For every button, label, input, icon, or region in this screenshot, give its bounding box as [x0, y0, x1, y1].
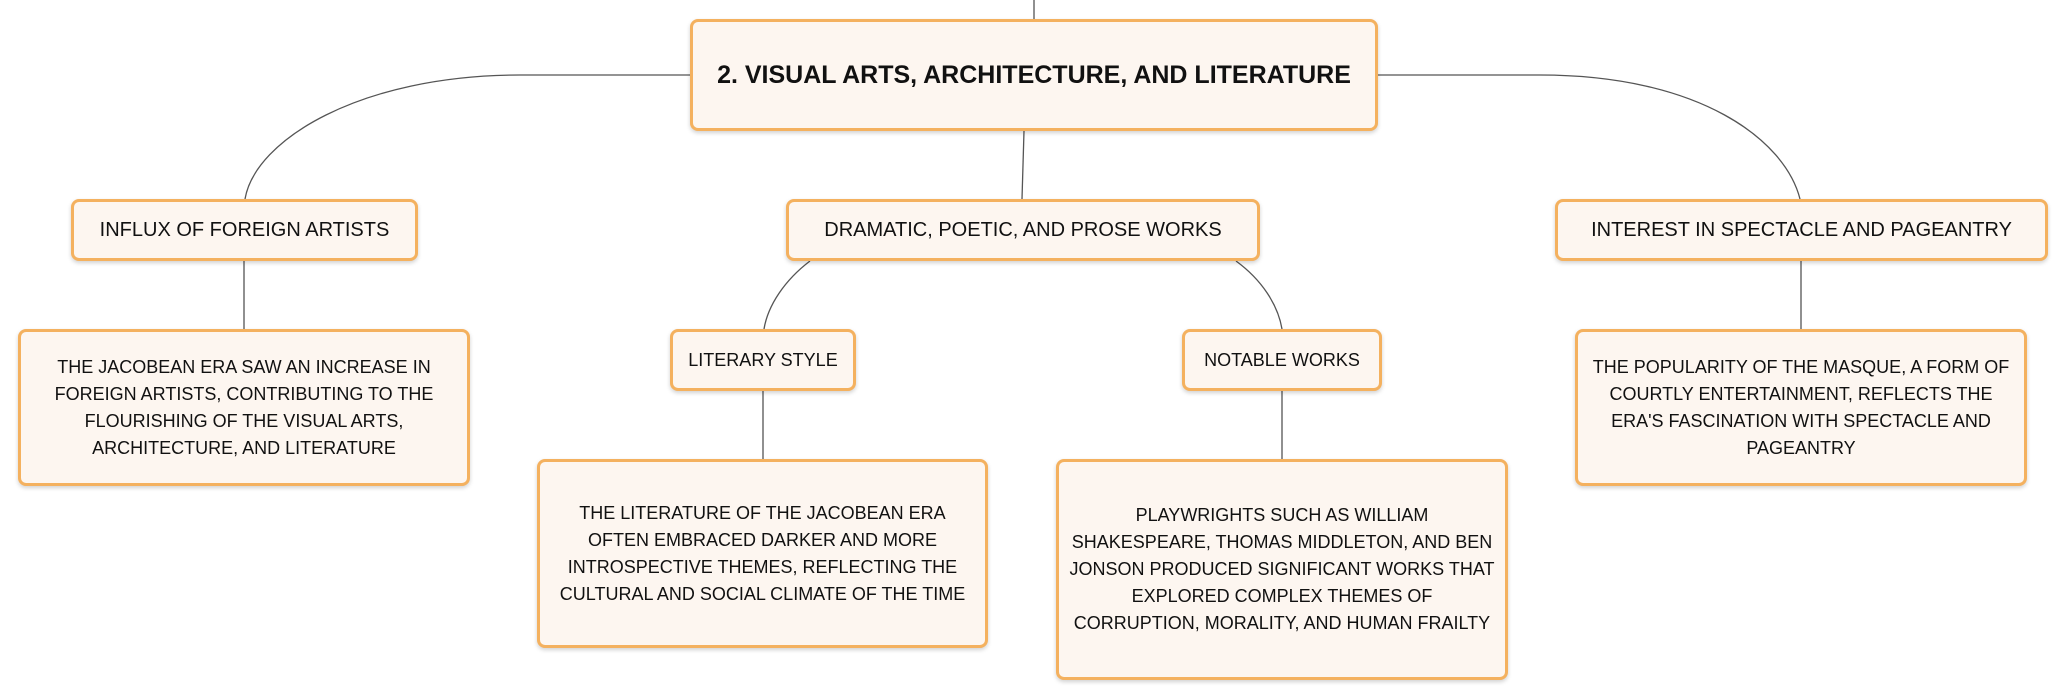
detail-node-interest[interactable]: THE POPULARITY OF THE MASQUE, A FORM OF … [1575, 329, 2027, 486]
detail-node-influx[interactable]: THE JACOBEAN ERA SAW AN INCREASE IN FORE… [18, 329, 470, 486]
subtopic-node-literary-style[interactable]: LITERARY STYLE [670, 329, 856, 391]
connector-root-to-interest [1378, 74, 1801, 200]
branch-label: DRAMATIC, POETIC, AND PROSE WORKS [824, 218, 1222, 241]
subtopic-label: NOTABLE WORKS [1204, 349, 1360, 370]
connector-dramatic-to-notable [1235, 260, 1283, 330]
connector-root-to-dramatic [1021, 130, 1025, 200]
branch-label: INTEREST IN SPECTACLE AND PAGEANTRY [1591, 218, 2012, 241]
detail-node-notable-works[interactable]: PLAYWRIGHTS SUCH AS WILLIAM SHAKESPEARE,… [1056, 459, 1508, 680]
detail-node-literary-style[interactable]: THE LITERATURE OF THE JACOBEAN ERA OFTEN… [537, 459, 988, 648]
root-topic-label: 2. VISUAL ARTS, ARCHITECTURE, AND LITERA… [717, 60, 1351, 89]
detail-text: THE LITERATURE OF THE JACOBEAN ERA OFTEN… [559, 502, 966, 604]
root-topic-node[interactable]: 2. VISUAL ARTS, ARCHITECTURE, AND LITERA… [690, 19, 1378, 131]
connector-root-to-influx [244, 74, 690, 200]
detail-text: THE POPULARITY OF THE MASQUE, A FORM OF … [1592, 356, 2010, 458]
connector-dramatic-to-literary [763, 260, 811, 330]
branch-node-influx-of-foreign-artists[interactable]: INFLUX OF FOREIGN ARTISTS [71, 199, 418, 261]
detail-text: PLAYWRIGHTS SUCH AS WILLIAM SHAKESPEARE,… [1069, 505, 1495, 633]
branch-node-dramatic-poetic-prose-works[interactable]: DRAMATIC, POETIC, AND PROSE WORKS [786, 199, 1260, 261]
detail-text: THE JACOBEAN ERA SAW AN INCREASE IN FORE… [54, 356, 434, 458]
subtopic-node-notable-works[interactable]: NOTABLE WORKS [1182, 329, 1382, 391]
branch-node-interest-in-spectacle[interactable]: INTEREST IN SPECTACLE AND PAGEANTRY [1555, 199, 2048, 261]
subtopic-label: LITERARY STYLE [688, 349, 838, 370]
branch-label: INFLUX OF FOREIGN ARTISTS [99, 218, 390, 241]
